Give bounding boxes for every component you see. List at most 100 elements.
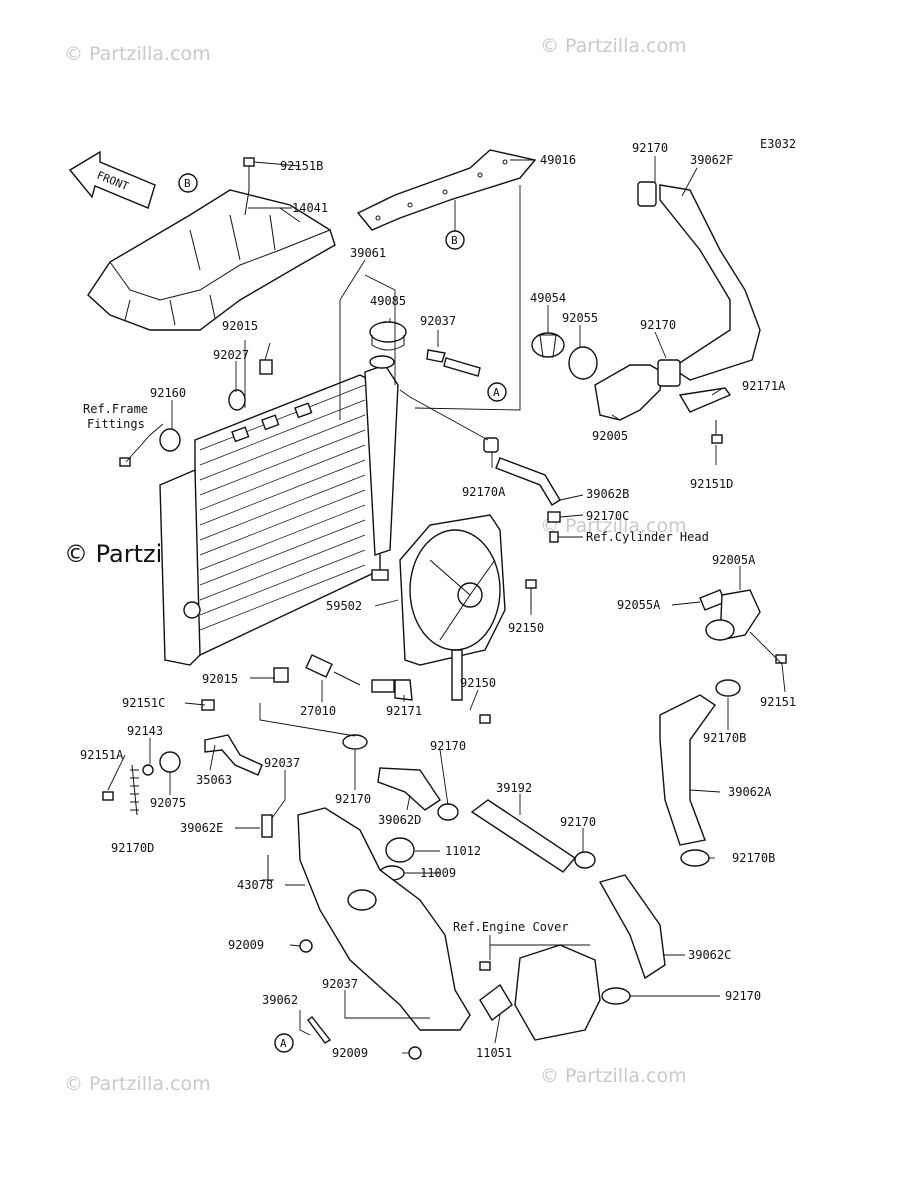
label-49085: 49085 [370, 294, 406, 308]
label-92075: 92075 [150, 796, 186, 810]
label-92170-top: 92170 [632, 141, 668, 155]
label-92150-top: 92150 [508, 621, 544, 635]
label-92170-mid: 92170 [640, 318, 676, 332]
hose-39062a-shape [659, 694, 716, 846]
thermostat-housing-shape [594, 359, 732, 421]
label-92143: 92143 [127, 724, 163, 738]
pipe-39192-shape [470, 799, 577, 873]
diagram-code: E3032 [760, 137, 796, 151]
o-ring-92055-icon [568, 346, 598, 380]
svg-text:A: A [493, 386, 500, 399]
reservoir-tank-shape [261, 807, 471, 1031]
ref-frame-fittings-line1: Ref.Frame [83, 402, 148, 416]
label-92170d: 92170D [111, 841, 154, 855]
label-92005a: 92005A [712, 553, 756, 567]
label-92170-bot: 92170 [725, 989, 761, 1003]
label-92171a: 92171A [742, 379, 786, 393]
label-92015-top: 92015 [222, 319, 258, 333]
spring-92170d-icon [130, 764, 139, 816]
label-49054: 49054 [530, 291, 566, 305]
label-92171: 92171 [386, 704, 422, 718]
hose-39062d-shape [377, 767, 441, 811]
hose-39062c-shape [598, 874, 666, 980]
hose-39062f-shape [637, 181, 761, 381]
leader-lines [107, 156, 786, 1054]
label-92151d: 92151D [690, 477, 733, 491]
label-92151a: 92151A [80, 748, 124, 762]
label-11012: 11012 [445, 844, 481, 858]
cooling-fan-shape [371, 514, 506, 701]
callout-b-top: B [178, 173, 198, 193]
label-92150-low: 92150 [460, 676, 496, 690]
label-39062f: 39062F [690, 153, 733, 167]
radiator-cap-icon [369, 321, 407, 369]
label-92037-bot: 92037 [322, 977, 358, 991]
engine-cover-shape [514, 944, 601, 1041]
label-92170c: 92170C [586, 509, 629, 523]
callout-a-bottom: A [274, 1033, 294, 1053]
hose-39062b-shape [495, 457, 561, 506]
label-39062c: 39062C [688, 948, 731, 962]
label-39061: 39061 [350, 246, 386, 260]
clamp-92170b-icon [715, 679, 741, 697]
hose-39062-icon [307, 1016, 332, 1044]
label-14041: 14041 [292, 201, 328, 215]
watermark: © Partzilla.com [64, 43, 211, 65]
watermark: © Partzilla.com [64, 1073, 211, 1095]
ref-engine-cover: Ref.Engine Cover [453, 920, 569, 934]
front-arrow-icon: FRONT [68, 150, 156, 209]
label-11009: 11009 [420, 866, 456, 880]
nut-92143-icon [142, 764, 154, 776]
label-43078: 43078 [237, 878, 273, 892]
label-59502: 59502 [326, 599, 362, 613]
part-labels: 92151B 14041 49016 92170 39062F 39061 49… [80, 141, 796, 1060]
clamp-92170-left-icon [437, 803, 459, 821]
label-92009-top: 92009 [228, 938, 264, 952]
label-92151: 92151 [760, 695, 796, 709]
clamp-92170-bot-icon [601, 987, 631, 1005]
plate-49016-shape [356, 149, 537, 231]
label-92027: 92027 [213, 348, 249, 362]
watermark: © Partzilla.com [540, 515, 687, 537]
clamp-92170-hose-icon [342, 734, 368, 750]
bracket-11051-icon [479, 961, 513, 1022]
label-92170b-low: 92170B [732, 851, 775, 865]
label-92151c: 92151C [122, 696, 165, 710]
label-39062b: 39062B [586, 487, 629, 501]
fan-switch-27010-icon [305, 654, 395, 693]
label-92009-bot: 92009 [332, 1046, 368, 1060]
label-39062d: 39062D [378, 813, 421, 827]
label-92170a: 92170A [462, 485, 506, 499]
label-92055: 92055 [562, 311, 598, 325]
clamp-92170-right-icon [574, 851, 596, 869]
heat-shield-shape [87, 189, 336, 331]
radiator-shape [159, 364, 399, 666]
label-92151b: 92151B [280, 159, 323, 173]
label-39062: 39062 [262, 993, 298, 1007]
thermostat-icon [531, 332, 565, 358]
bolt-92151a-icon [102, 791, 114, 801]
label-92055a: 92055A [617, 598, 661, 612]
water-fitting-92005a-shape [705, 589, 761, 641]
clamp-92170b-low-icon [680, 849, 710, 867]
collar-92027-icon [228, 389, 246, 411]
bolt-92009-icon [299, 939, 313, 953]
callout-b-plate: B [445, 230, 465, 250]
ref-frame-fittings-line2: Fittings [87, 417, 145, 431]
clip-92037-icon [426, 349, 481, 377]
label-27010: 27010 [300, 704, 336, 718]
bolt-92151d-icon [711, 420, 723, 444]
label-92170-right: 92170 [560, 815, 596, 829]
label-92170-hose: 92170 [430, 739, 466, 753]
label-92160: 92160 [150, 386, 186, 400]
label-11051: 11051 [476, 1046, 512, 1060]
clamp-92170a-icon [483, 437, 499, 453]
watermark: © Partzilla.com [540, 35, 687, 57]
label-92037-top: 92037 [420, 314, 456, 328]
ref-cylinder-head: Ref.Cylinder Head [586, 530, 709, 544]
watermark: © Partzilla.com [540, 1065, 687, 1087]
label-49016: 49016 [540, 153, 576, 167]
svg-text:B: B [451, 234, 458, 247]
callout-a-top: A [487, 382, 507, 402]
